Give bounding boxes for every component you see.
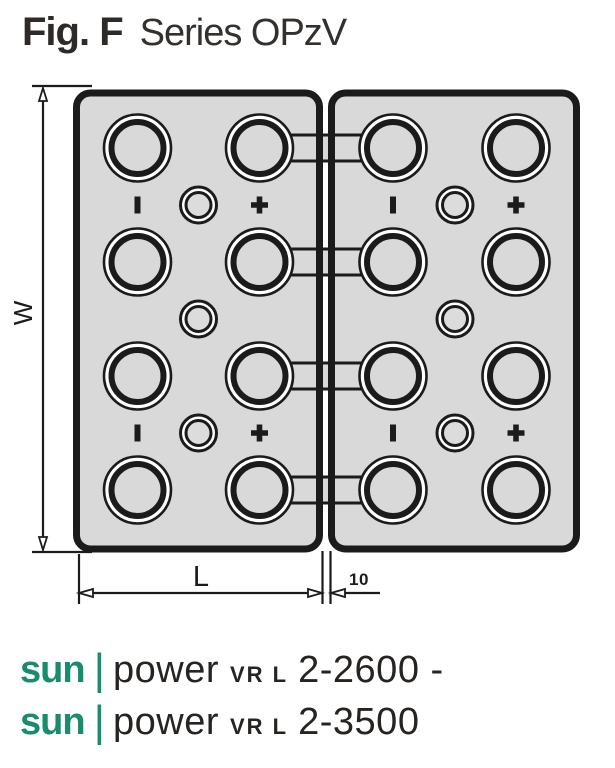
product-line-2: sun | power VR L 2-3500 [20,695,444,747]
minus-icon [390,424,396,442]
minus-icon [134,424,141,442]
brand-name: sun [20,701,86,743]
product-model: 2-3500 [298,701,420,743]
width-dimension-label: W [8,300,38,326]
dimension-arrowheads [37,84,346,599]
dimension-lines [32,84,380,604]
brand-name: sun [20,649,86,691]
brand-separator: | [93,697,105,746]
figure-title: Fig. F Series OPzV [22,10,348,55]
product-range-caption: sun | power VR L 2-2600 - sun | power VR… [20,643,444,747]
product-family: power [113,649,219,691]
brand-separator: | [93,645,105,694]
product-series: VR L [230,714,289,739]
minus-icon [134,196,141,214]
product-series: VR L [230,662,289,687]
gap-dimension-label: 10 [349,570,369,589]
product-line-1: sun | power VR L 2-2600 - [20,643,444,695]
minus-icon [390,196,396,214]
figure-series-name: Series OPzV [139,12,348,54]
length-dimension-label: L [192,561,210,593]
figure-number: Fig. F [22,10,124,54]
product-model: 2-2600 - [298,649,444,691]
product-family: power [113,701,219,743]
block-gap-edges [316,106,335,536]
